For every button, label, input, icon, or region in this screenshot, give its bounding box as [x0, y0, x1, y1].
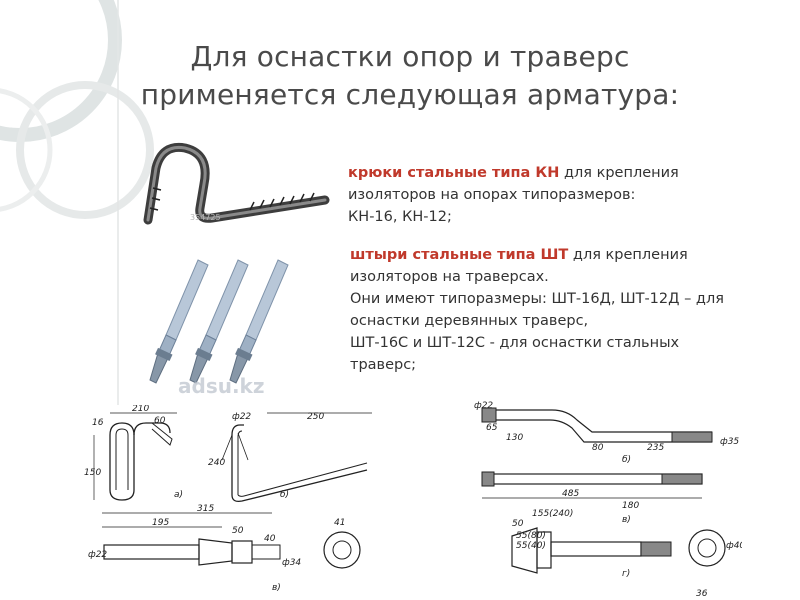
- dim-right-8: 180: [622, 501, 639, 511]
- dim-left-3: 16: [92, 418, 104, 428]
- dim-right-1: ф22: [474, 401, 493, 411]
- dim-left-9: 195: [152, 518, 169, 528]
- hook-technical-drawing: 210 60 16 150 а) ф22 250 240 б) 315 195 …: [82, 405, 382, 600]
- pins-highlight: штыри стальные типа ШТ: [350, 247, 569, 263]
- page-title: Для оснастки опор и траверс применяется …: [120, 38, 700, 114]
- pins-text-1: для крепления: [568, 247, 688, 263]
- dim-right-3: 130: [506, 433, 523, 443]
- dim-right-2: 65: [486, 423, 498, 433]
- dim-left-12: 40: [264, 534, 276, 544]
- dim-right-5: 235: [647, 443, 664, 453]
- dim-left-4: 150: [84, 468, 101, 478]
- label-v: в): [272, 583, 281, 593]
- label-v-right: в): [622, 515, 631, 525]
- hook-image: 354725: [143, 142, 330, 225]
- dim-left-2: 60: [154, 416, 166, 426]
- hooks-text-3: КН-16, КН-12;: [348, 209, 452, 225]
- dim-right-6: ф35: [720, 437, 739, 447]
- dim-right-9: 155(240): [532, 509, 573, 519]
- dim-left-11: 41: [334, 518, 345, 528]
- pins-description: штыри стальные типа ШТ для крепления изо…: [350, 244, 790, 376]
- label-b: б): [280, 490, 289, 500]
- label-a: а): [174, 490, 183, 500]
- pins-text-2: изоляторов на траверсах.: [350, 269, 549, 285]
- dim-left-14: ф34: [282, 558, 301, 568]
- dim-right-10: 50: [512, 519, 524, 529]
- pins-text-6: траверс;: [350, 357, 417, 373]
- hooks-text-2: изоляторов на опорах типоразмеров:: [348, 187, 636, 203]
- hook-photo-mark: 354725: [190, 213, 221, 222]
- label-b-right: б): [622, 455, 631, 465]
- dim-left-6: 250: [307, 412, 324, 422]
- hooks-description: крюки стальные типа КН для крепления изо…: [348, 162, 768, 228]
- dim-right-12: 55(40): [516, 541, 546, 551]
- dim-right-7: 485: [562, 489, 579, 499]
- label-g-right: г): [622, 569, 630, 579]
- dim-right-14: ф40: [726, 541, 742, 551]
- dim-left-1: 210: [132, 405, 149, 414]
- dim-left-8: 315: [197, 504, 214, 514]
- hooks-text-1: для крепления: [559, 165, 679, 181]
- dim-left-10: 50: [232, 526, 244, 536]
- dim-left-7: 240: [208, 458, 225, 468]
- title-line-1: Для оснастки опор и траверс: [190, 40, 630, 73]
- title-line-2: применяется следующая арматура:: [140, 78, 680, 111]
- watermark: adsu.kz: [178, 374, 265, 398]
- dim-right-4: 80: [592, 443, 604, 453]
- hooks-highlight: крюки стальные типа КН: [348, 165, 560, 181]
- dim-right-11: 55(80): [516, 531, 546, 541]
- pin-technical-drawing: ф22 65 130 80 235 ф35 б) 485 180 155(240…: [472, 398, 742, 600]
- pins-text-4: оснастки деревянных траверс,: [350, 313, 589, 329]
- dim-left-13: ф22: [88, 550, 107, 560]
- dim-right-13: 36: [696, 589, 708, 599]
- pins-image: [149, 259, 289, 384]
- pins-text-5: ШТ-16С и ШТ-12С - для оснастки стальных: [350, 335, 680, 351]
- pins-text-3: Они имеют типоразмеры: ШТ-16Д, ШТ-12Д – …: [350, 291, 724, 307]
- dim-left-5: ф22: [232, 412, 251, 422]
